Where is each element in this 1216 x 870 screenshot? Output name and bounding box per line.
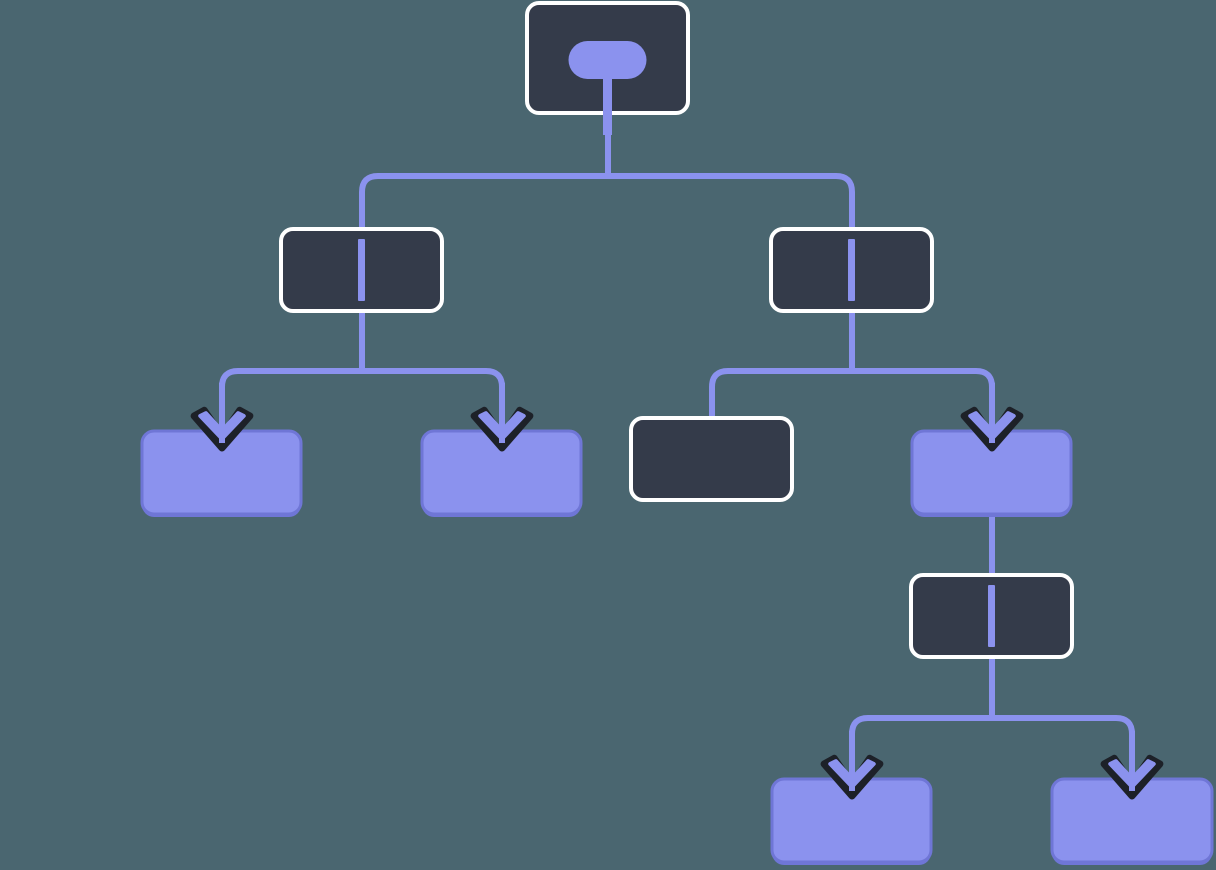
arrowhead-leaf-d[interactable] [820, 730, 884, 800]
arrowhead-leaf-a-shaft-tip [219, 382, 225, 443]
arrowhead-leaf-e-shaft-tip [1129, 730, 1135, 791]
arrowhead-leaf-d-shaft-tip [849, 730, 855, 791]
vertical-bar-glyph [988, 585, 995, 647]
leaf-node-c[interactable] [910, 429, 1073, 517]
terminal-node-dark-body[interactable] [629, 416, 794, 502]
leaf-node-e[interactable] [1050, 777, 1214, 865]
edge-root-to-branch-right[interactable] [605, 113, 855, 229]
vertical-bar-glyph [848, 239, 855, 301]
edge-layer-under [219, 113, 1135, 779]
arrowhead-leaf-b-shaft-tip [499, 382, 505, 443]
arrowhead-leaf-a[interactable] [190, 382, 254, 452]
arrowhead-layer [190, 382, 1164, 800]
node-layer [140, 1, 1214, 865]
arrowhead-leaf-b[interactable] [470, 382, 534, 452]
arrowhead-leaf-c-shaft-tip [989, 382, 995, 443]
pill-stem [603, 75, 612, 135]
terminal-node-dark[interactable] [629, 416, 794, 502]
arrowhead-leaf-c[interactable] [960, 382, 1024, 452]
vertical-bar-glyph [358, 239, 365, 301]
edge-branch-right-to-terminal-dark[interactable] [709, 311, 855, 418]
leaf-node-b[interactable] [420, 429, 583, 517]
arrowhead-leaf-e[interactable] [1100, 730, 1164, 800]
glyph-layer [358, 41, 995, 647]
pill-head [568, 41, 647, 79]
leaf-node-d[interactable] [770, 777, 933, 865]
leaf-node-a[interactable] [140, 429, 303, 517]
